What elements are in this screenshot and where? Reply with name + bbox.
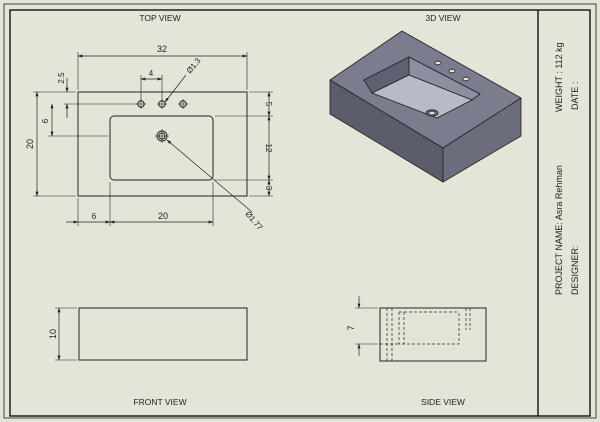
drawing-frame [9, 9, 591, 417]
dim-right-bottom: 3 [264, 186, 273, 191]
iso-right-face [442, 97, 522, 183]
iso-faucet-hole-1 [434, 60, 442, 66]
front-outline [78, 307, 248, 361]
top-view-label: TOP VIEW [139, 13, 180, 23]
project-name-field: PROJECT NAME: Asra Rehman [554, 165, 564, 295]
side-outline [379, 307, 487, 362]
weight-field: WEIGHT : 112 kg [554, 42, 564, 112]
top-outline [77, 91, 248, 197]
dim-drain-diameter: Ø1.77 [243, 210, 264, 233]
dim-hole-spacing: 4 [149, 69, 154, 78]
top-view [33, 52, 273, 226]
dim-side-depth: 7 [346, 325, 356, 330]
side-view [355, 296, 487, 362]
dim-front-height: 10 [48, 329, 58, 339]
dim-top-offset: 2.5 [57, 72, 66, 84]
front-view-label: FRONT VIEW [133, 397, 186, 407]
iso-basin-floor [371, 74, 473, 119]
dim-depth: 20 [25, 139, 35, 149]
designer-field: DESIGNER: [570, 245, 580, 295]
front-view [55, 307, 248, 361]
date-field: DATE : [570, 82, 580, 110]
dim-hole-diameter: Ø1.3 [185, 56, 203, 75]
dim-bottom-mid: 20 [158, 211, 168, 221]
iso-faucet-hole-3 [462, 76, 470, 82]
basin-outline [109, 115, 214, 181]
dim-overall-width: 32 [157, 44, 167, 54]
side-view-label: SIDE VIEW [421, 397, 465, 407]
dim-bottom-left: 6 [92, 212, 97, 221]
dim-right-mid: 12 [264, 144, 273, 153]
outer-border [3, 3, 597, 419]
iso-faucet-hole-2 [448, 68, 456, 74]
iso-view [329, 30, 522, 183]
dim-right-top: 5 [264, 102, 273, 107]
dim-left-offset: 6 [41, 118, 50, 123]
iso-view-label: 3D VIEW [426, 13, 461, 23]
